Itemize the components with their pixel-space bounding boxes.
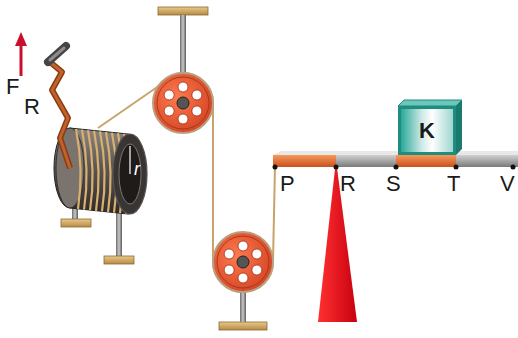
coil-winding	[88, 130, 93, 210]
drum-radius-label: r	[134, 160, 140, 178]
point-label: T	[447, 173, 460, 195]
point-label: V	[500, 173, 515, 195]
force-label: F	[6, 76, 19, 98]
point-label: P	[280, 173, 295, 195]
pulley	[153, 73, 213, 133]
point-label: S	[386, 173, 401, 195]
block-side	[456, 100, 462, 155]
load-block: K	[398, 106, 456, 155]
coil-winding	[76, 129, 81, 209]
crank-radius-label: R	[24, 96, 40, 118]
coil-winding	[82, 130, 87, 210]
coil-winding	[100, 131, 105, 211]
block-label: K	[419, 120, 435, 142]
pulley	[213, 232, 273, 292]
coil-winding	[94, 131, 99, 211]
coil-winding	[106, 132, 111, 212]
point-label: R	[340, 173, 356, 195]
